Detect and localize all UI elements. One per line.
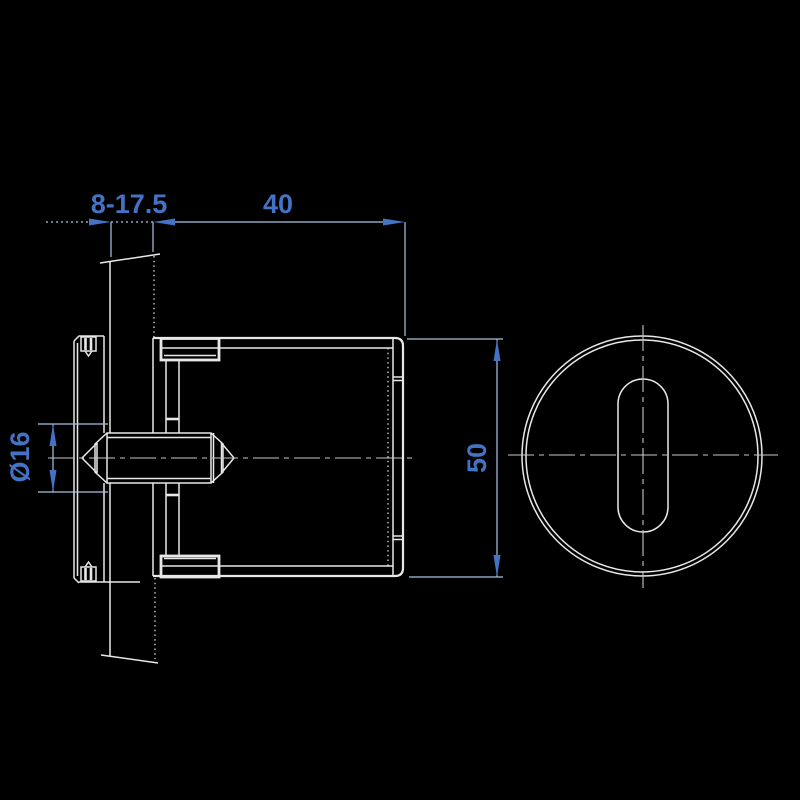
rosette-outer-circle [521, 335, 763, 577]
flange-bottom-edge [73, 577, 140, 584]
arrowhead-up [49, 424, 57, 446]
flange-top-edge [73, 335, 104, 342]
screw-slot-lines-top [84, 338, 93, 350]
door-panel [99, 253, 161, 664]
screw-tip-bottom [84, 560, 93, 568]
screw-tip-top [84, 350, 93, 358]
panel-break-line-bottom [100, 654, 159, 664]
body-length-value: 40 [263, 189, 293, 219]
flange-plate [73, 335, 140, 584]
dimension-pin-diameter: Ø16 [5, 423, 108, 493]
mounting-tab-bottom-lines [161, 557, 219, 567]
body-outline [153, 336, 405, 578]
side-view [48, 253, 415, 664]
body-groove-bottom [393, 535, 403, 541]
pin-cylinder-lines [106, 433, 212, 483]
screw-head-top [80, 336, 97, 352]
arrowhead-right [383, 218, 405, 226]
dimension-face-diameter: 50 [407, 338, 503, 578]
key-slot [617, 378, 669, 533]
arrowhead-right-into-left-ext [89, 218, 111, 226]
dimension-body-length: 40 [175, 189, 406, 336]
mounting-tab-top-lines [161, 347, 219, 357]
screw-head-bottom [80, 566, 97, 582]
mounting-tab-top [159, 337, 221, 362]
body-neck-upper [165, 360, 180, 433]
door-thickness-value: 8-17.5 [91, 189, 168, 219]
body-groove-top [393, 376, 403, 382]
panel-break-line-top [99, 253, 161, 264]
extension-lines [110, 222, 154, 257]
arrowhead-left-at-panel-face [153, 218, 175, 226]
arrowhead-up [493, 339, 501, 361]
mounting-screw-bottom [80, 560, 97, 582]
screw-slot-lines-bottom [84, 568, 93, 580]
extension-lines [38, 423, 108, 493]
pin-diameter-value: Ø16 [5, 431, 35, 482]
rosette-inner-circle [525, 339, 759, 573]
dimension-door-thickness: 8-17.5 [46, 189, 175, 257]
mounting-screw-top [80, 336, 97, 358]
arrowhead-down [493, 555, 501, 577]
extension-lines [407, 338, 503, 578]
front-view [508, 325, 778, 588]
lock-body [153, 336, 405, 579]
face-diameter-value: 50 [462, 443, 492, 473]
arrowhead-down [49, 470, 57, 492]
